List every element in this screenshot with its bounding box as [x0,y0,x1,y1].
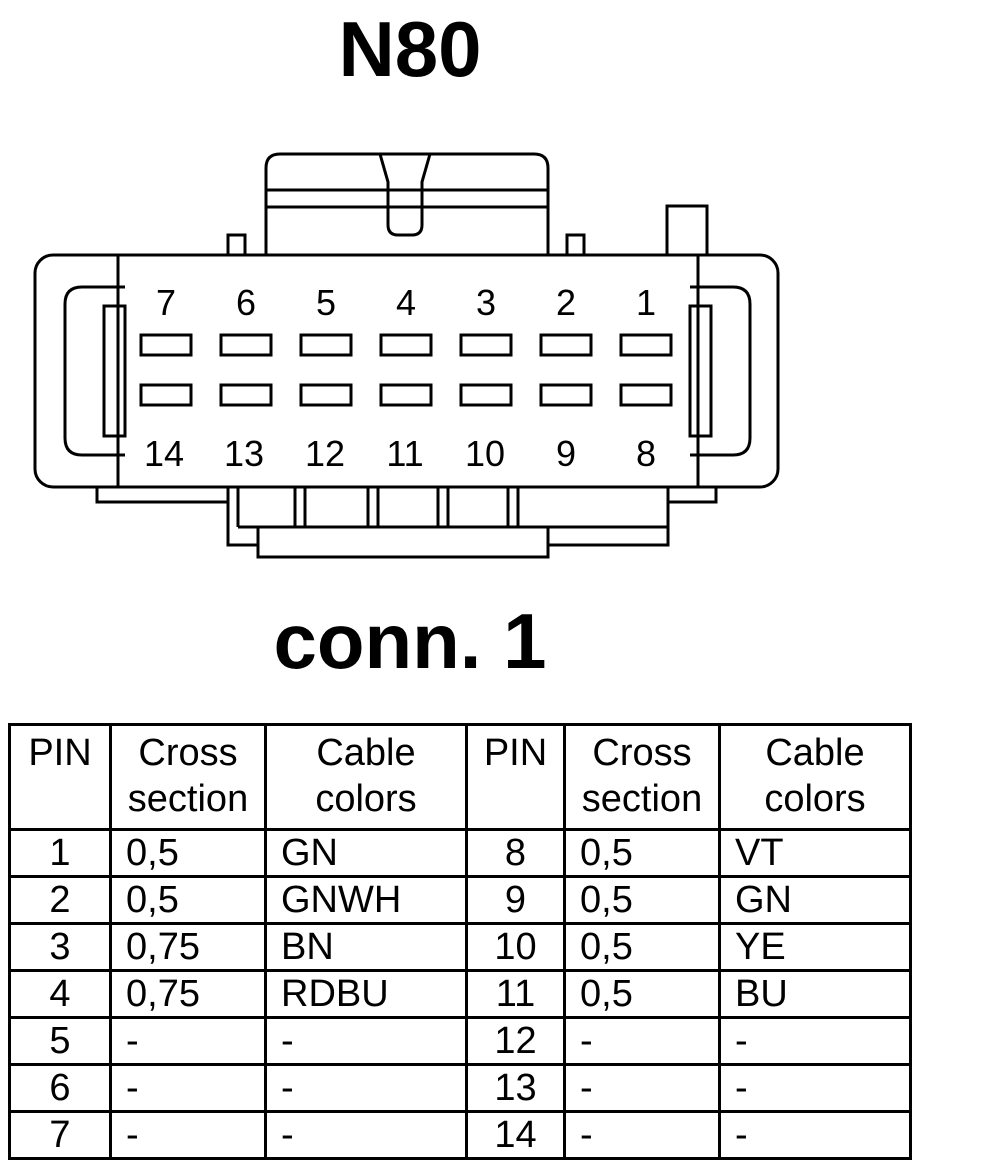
cable-color-cell: - [718,1063,912,1113]
pin-cell: 6 [8,1063,112,1113]
pin-label-top: 2 [556,282,576,323]
table-row: 3 0,75 BN 10 0,5 YE [8,922,912,972]
pin-cell: 14 [465,1110,566,1160]
cable-color-cell: YE [718,922,912,972]
bottom-flange-left [95,487,228,504]
pin-label-top: 1 [636,282,656,323]
pin-label-top: 6 [236,282,256,323]
cable-color-cell: - [718,1110,912,1160]
cable-color-cell: GN [264,828,468,878]
header-pin: PIN [8,723,112,831]
cross-section-cell: - [109,1110,267,1160]
side-clip-right [690,285,752,457]
cross-section-cell: 0,5 [109,828,267,878]
table-row: 6 - - 13 - - [8,1063,912,1113]
table-row: 5 - - 12 - - [8,1016,912,1066]
connector-diagram: 7 6 5 4 3 2 1 14 13 12 11 10 9 8 [33,152,780,559]
key-nub-right [565,233,586,257]
pin-label-top: 7 [156,282,176,323]
cable-color-cell: BN [264,922,468,972]
connector-body [33,253,780,489]
cross-section-cell: - [109,1016,267,1066]
cross-section-cell: 0,5 [563,875,721,925]
pin-cell: 11 [465,969,566,1019]
pin-cell: 2 [8,875,112,925]
pin-label-bottom: 12 [305,433,345,474]
pin-cell: 8 [465,828,566,878]
cable-color-cell: - [264,1063,468,1113]
connector-title: N80 [338,5,482,93]
table-row: 1 0,5 GN 8 0,5 VT [8,828,912,878]
cross-section-cell: 0,5 [563,969,721,1019]
cable-color-cell: - [718,1016,912,1066]
cable-color-cell: - [264,1016,468,1066]
pin-cell: 13 [465,1063,566,1113]
table-row: 2 0,5 GNWH 9 0,5 GN [8,875,912,925]
pin-label-top: 3 [476,282,496,323]
cable-color-cell: VT [718,828,912,878]
pin-cell: 3 [8,922,112,972]
pin-label-bottom: 10 [465,433,505,474]
cross-section-cell: 0,75 [109,922,267,972]
latch-housing [264,152,550,255]
pin-label-bottom: 13 [224,433,264,474]
key-nub-left [226,233,247,257]
pin-cell: 5 [8,1016,112,1066]
cross-section-cell: 0,5 [563,828,721,878]
table-row: 4 0,75 RDBU 11 0,5 BU [8,969,912,1019]
table-row: 7 - - 14 - - [8,1110,912,1160]
cable-color-cell: - [264,1110,468,1160]
pin-slots-bottom [139,383,673,407]
cross-section-cell: - [563,1016,721,1066]
pin-label-bottom: 9 [556,433,576,474]
cross-section-cell: 0,5 [563,922,721,972]
cross-section-cell: 0,75 [109,969,267,1019]
pin-cell: 9 [465,875,566,925]
bottom-rail [256,525,550,559]
pin-label-bottom: 8 [636,433,656,474]
pin-label-bottom: 14 [144,433,184,474]
pin-slots-top [139,333,673,357]
pin-cell: 1 [8,828,112,878]
cross-section-cell: - [563,1110,721,1160]
connector-label: conn. 1 [273,597,547,685]
side-clip-left [63,285,125,457]
latch-tab [378,153,432,237]
cable-color-cell: GN [718,875,912,925]
cable-color-cell: BU [718,969,912,1019]
pin-label-top: 4 [396,282,416,323]
pin-cell: 4 [8,969,112,1019]
pin-cell: 10 [465,922,566,972]
pin-cell: 7 [8,1110,112,1160]
cross-section-cell: - [563,1063,721,1113]
cable-color-cell: GNWH [264,875,468,925]
cable-color-cell: RDBU [264,969,468,1019]
cross-section-cell: - [109,1063,267,1113]
pin-label-top: 5 [316,282,336,323]
pin-label-bottom: 11 [386,433,423,474]
pin-cell: 12 [465,1016,566,1066]
cross-section-cell: 0,5 [109,875,267,925]
key-post [665,204,709,257]
header-pin: PIN [465,723,566,831]
